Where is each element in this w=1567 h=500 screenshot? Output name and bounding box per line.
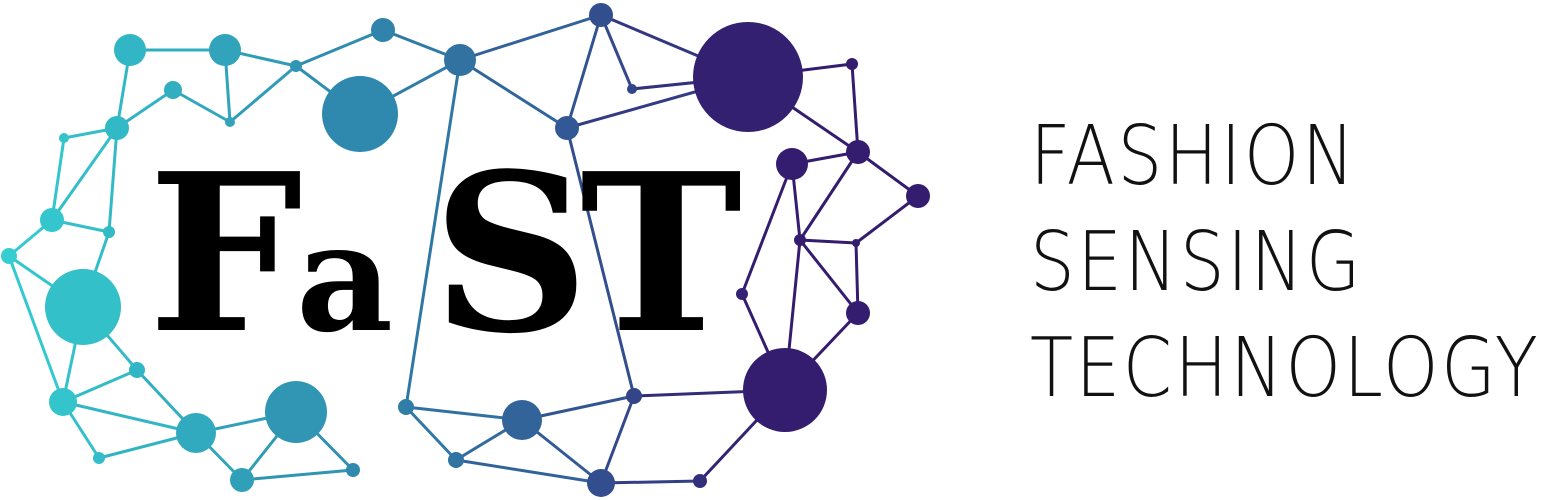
network-node (59, 133, 69, 143)
network-node (448, 452, 464, 468)
network-node (589, 3, 613, 27)
network-node (105, 116, 129, 140)
network-node (40, 208, 64, 232)
network-node (736, 288, 748, 300)
network-link (61, 400, 198, 435)
network-link (798, 150, 860, 242)
network-node (555, 116, 579, 140)
network-node (49, 388, 77, 416)
network-link (798, 238, 858, 245)
network-node (322, 76, 398, 152)
network-link (798, 238, 860, 315)
tagline-sensing: SENSING (1030, 215, 1364, 310)
network-node (502, 400, 542, 440)
network-link (404, 405, 458, 462)
network-node (587, 469, 615, 497)
fast-logo: F a S T (1, 3, 930, 497)
network-node (225, 117, 235, 127)
network-node (626, 388, 642, 404)
tagline-fashion: FASHION (1030, 109, 1358, 204)
network-link (404, 58, 462, 409)
network-node (371, 18, 395, 42)
tagline: FASHION SENSING TECHNOLOGY (1030, 104, 1567, 422)
network-link (854, 194, 920, 245)
network-node (906, 184, 930, 208)
network-node (852, 239, 860, 247)
network-link (599, 394, 636, 485)
network-link (740, 162, 794, 296)
network-link (50, 126, 119, 222)
monogram-letter-s: S (432, 126, 589, 382)
tagline-technology: TECHNOLOGY (1030, 321, 1541, 416)
network-node (693, 474, 707, 488)
network-node (1, 248, 17, 264)
network-node (209, 34, 241, 66)
network-node (794, 234, 806, 246)
network-link (454, 458, 603, 485)
network-node (444, 44, 476, 76)
network-link (240, 468, 355, 482)
network-node (743, 348, 827, 432)
network-link (565, 126, 636, 398)
network-node (164, 81, 182, 99)
network-node (346, 463, 360, 477)
monogram-letter-t: T (580, 126, 742, 382)
network-link (228, 64, 298, 124)
network-node (693, 22, 803, 132)
network-node (846, 58, 858, 70)
network-node (103, 226, 115, 238)
network-link (107, 126, 119, 234)
network-node (45, 269, 121, 345)
network-link (458, 58, 569, 130)
molecule-network-icon (1, 3, 930, 497)
fast-monogram: F a S T (148, 126, 742, 382)
network-link (294, 28, 385, 68)
monogram-letter-f: F (148, 126, 303, 382)
network-node (93, 452, 105, 464)
network-node (398, 399, 414, 415)
network-node (176, 413, 216, 453)
network-link (50, 136, 66, 222)
network-node (627, 84, 637, 94)
network-link (565, 13, 603, 130)
network-link (458, 13, 603, 62)
network-node (846, 301, 870, 325)
network-link (171, 88, 232, 124)
network-link (856, 150, 920, 198)
network-link (599, 13, 634, 91)
network-node (265, 381, 327, 443)
network-node (129, 362, 145, 378)
network-link (850, 62, 860, 154)
network-node (290, 60, 302, 72)
network-node (230, 468, 254, 492)
network-link (7, 254, 65, 404)
network-link (599, 479, 702, 485)
network-node (776, 148, 808, 180)
monogram-letter-a: a (296, 190, 393, 366)
network-node (846, 140, 870, 164)
network-node (114, 34, 146, 66)
